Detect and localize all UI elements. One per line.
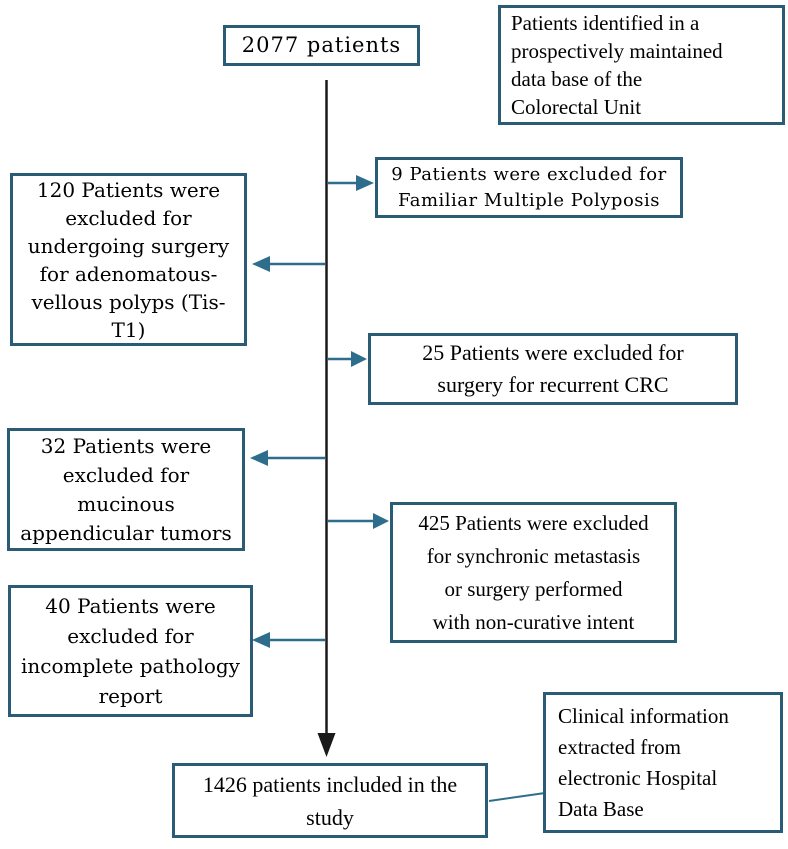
box-included-in-study: 1426 patients included in the study (172, 763, 488, 838)
main-flow-arrow (317, 80, 336, 757)
box-excluded-appendicular-tumors: 32 Patients were excluded for mucinous a… (7, 428, 245, 551)
box-total-patients: 2077 patients (223, 25, 420, 66)
box-database-source: Patients identified in a prospectively m… (498, 5, 785, 125)
arrow-excluded-crc (328, 351, 367, 367)
box-excluded-incomplete-pathology: 40 Patients were excluded for incomplete… (8, 585, 253, 717)
arrow-excluded-appendicular (250, 450, 325, 466)
arrow-excluded-pathology (252, 632, 325, 648)
arrow-excluded-polyps (252, 256, 325, 272)
box-excluded-adenomatous-vellous-polyps: 120 Patients were excluded for undergoin… (10, 173, 247, 346)
connector-clinical-info (488, 792, 546, 802)
box-clinical-information: Clinical information extracted from elec… (543, 692, 783, 833)
arrow-excluded-fmp (328, 175, 374, 191)
box-excluded-synchronic-metastasis: 425 Patients were excluded for synchroni… (390, 502, 677, 643)
box-excluded-recurrent-crc: 25 Patients were excluded for surgery fo… (368, 333, 738, 405)
box-excluded-familiar-multiple-polyposis: 9 Patients were excluded for Familiar Mu… (375, 157, 683, 218)
arrow-excluded-metastasis (328, 513, 389, 529)
